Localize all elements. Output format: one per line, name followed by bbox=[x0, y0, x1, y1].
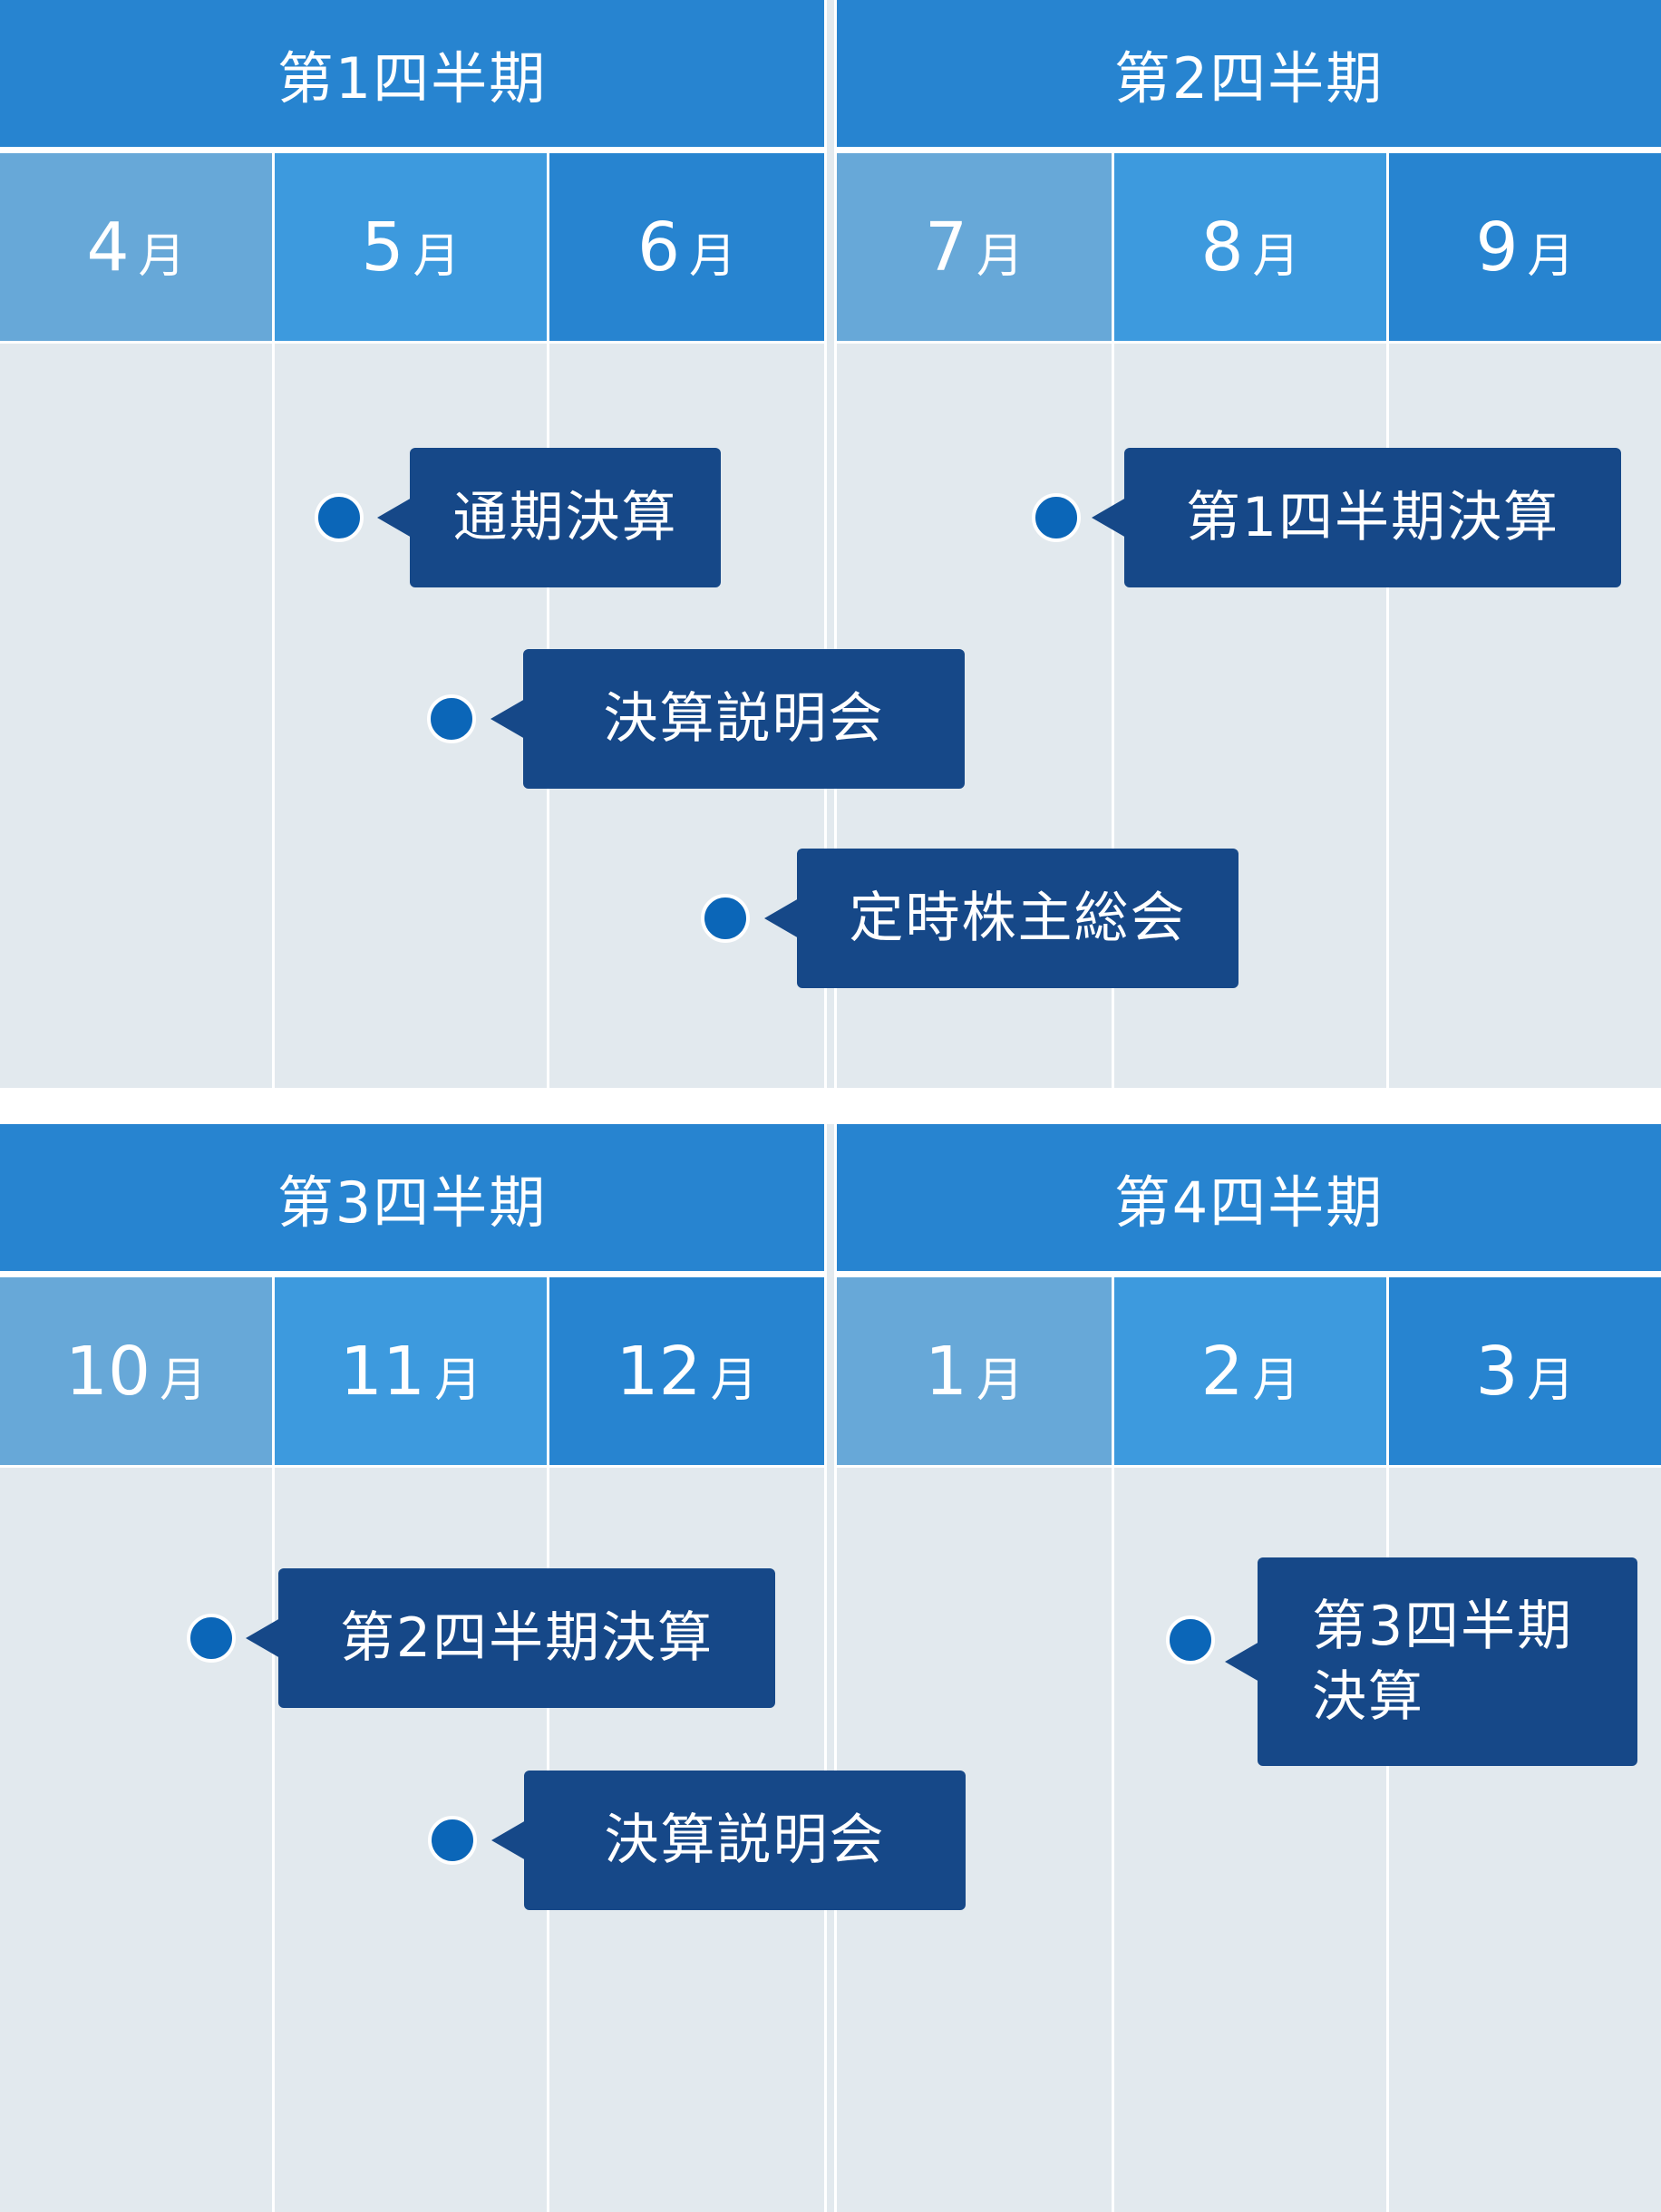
event-label: 第2四半期決算 bbox=[246, 1568, 775, 1708]
event-results-briefing: 決算説明会 bbox=[428, 1771, 972, 1910]
event-dot bbox=[427, 694, 476, 743]
event-dot bbox=[315, 493, 364, 542]
event-dot bbox=[1166, 1615, 1215, 1664]
event-label: 通期決算 bbox=[377, 448, 721, 587]
event-q3-results: 第3四半期 決算 bbox=[1166, 1557, 1637, 1766]
quarter-divider bbox=[824, 1124, 837, 2212]
quarter-header-q3: 第3四半期 bbox=[0, 1124, 824, 1271]
grid-line bbox=[1112, 1465, 1114, 2212]
event-label: 決算説明会 bbox=[491, 1771, 966, 1910]
quarter-header-q4: 第4四半期 bbox=[837, 1124, 1661, 1271]
event-label: 第3四半期 決算 bbox=[1225, 1557, 1637, 1766]
grid-line bbox=[272, 1465, 275, 2212]
event-q1-results: 第1四半期決算 bbox=[1032, 448, 1621, 587]
event-q2-results: 第2四半期決算 bbox=[187, 1568, 776, 1708]
grid-line bbox=[1112, 341, 1114, 1088]
grid-line bbox=[272, 341, 275, 1088]
event-results-briefing: 決算説明会 bbox=[427, 649, 971, 789]
event-label: 定時株主総会 bbox=[764, 849, 1238, 988]
grid-line bbox=[1386, 1465, 1389, 2212]
quarter-header-q1: 第1四半期 bbox=[0, 0, 824, 147]
grid-line bbox=[1386, 341, 1389, 1088]
quarter-divider bbox=[824, 0, 837, 1088]
event-dot bbox=[428, 1816, 477, 1865]
event-agm: 定時株主総会 bbox=[701, 849, 1245, 988]
event-fullyear-results: 通期決算 bbox=[315, 448, 723, 587]
event-dot bbox=[187, 1614, 236, 1663]
quarter-header-q2: 第2四半期 bbox=[837, 0, 1661, 147]
event-label: 第1四半期決算 bbox=[1092, 448, 1621, 587]
event-dot bbox=[1032, 493, 1081, 542]
event-dot bbox=[701, 894, 750, 943]
event-label: 決算説明会 bbox=[491, 649, 965, 789]
